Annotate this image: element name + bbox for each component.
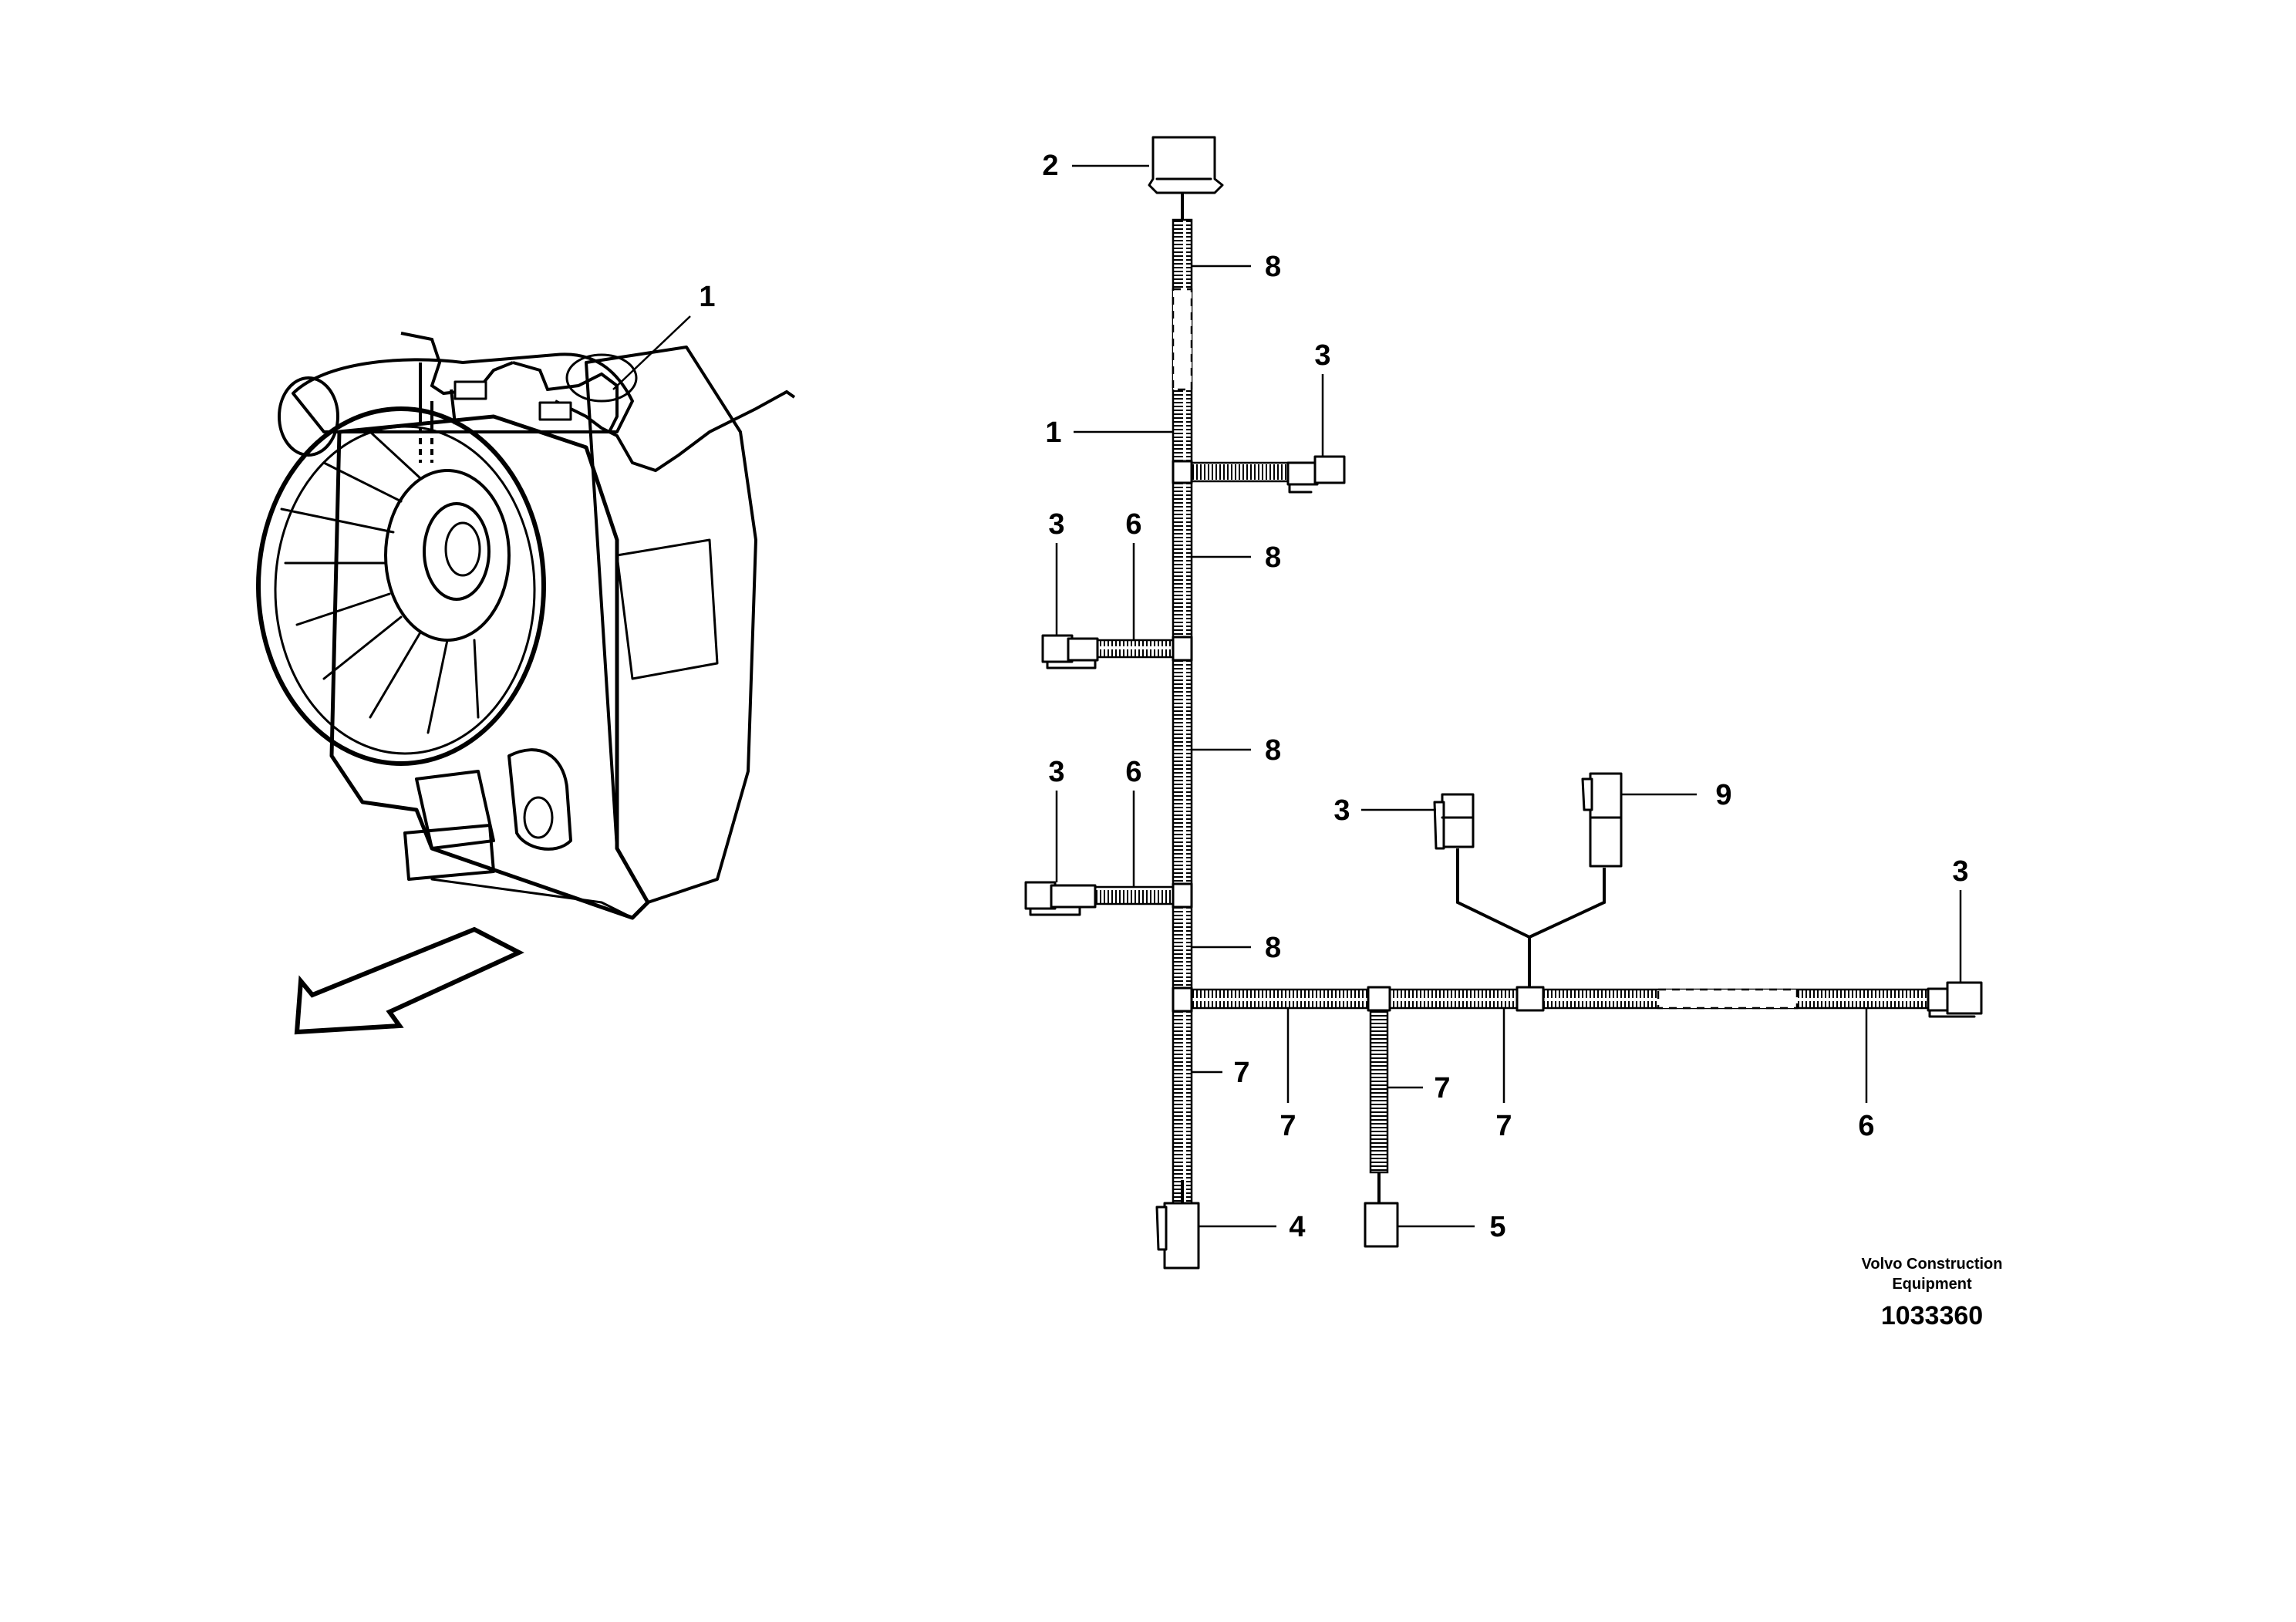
- forward-direction-arrow-icon: [294, 926, 524, 1035]
- svg-text:8: 8: [1265, 734, 1281, 767]
- company-name-line1: Volvo Construction: [1862, 1256, 2003, 1273]
- svg-text:6: 6: [1125, 756, 1141, 788]
- svg-text:7: 7: [1495, 1110, 1512, 1142]
- callout-5: 5: [1397, 1211, 1506, 1243]
- callout-8-d: 8: [1192, 932, 1281, 964]
- connector-3-icon: [1927, 981, 1983, 1018]
- drawing-footer: Volvo Construction Equipment 1033360: [1862, 1256, 2003, 1330]
- svg-text:7: 7: [1279, 1110, 1296, 1142]
- callout-7-d: 7: [1495, 1008, 1512, 1142]
- transmission-illustration: [256, 332, 796, 920]
- svg-text:3: 3: [1048, 508, 1064, 541]
- callout-6-a: 6: [1125, 508, 1142, 640]
- svg-text:5: 5: [1489, 1211, 1505, 1243]
- callout-label: 1: [699, 281, 715, 313]
- callout-3-c: 3: [1048, 756, 1065, 882]
- svg-text:7: 7: [1233, 1057, 1249, 1089]
- connector-5-icon: [1364, 1202, 1399, 1248]
- svg-text:3: 3: [1314, 339, 1330, 372]
- svg-text:8: 8: [1265, 541, 1281, 574]
- company-name-line2: Equipment: [1892, 1276, 1972, 1293]
- callout-7-b: 7: [1279, 1008, 1296, 1142]
- callout-6-b: 6: [1125, 756, 1142, 887]
- svg-text:3: 3: [1048, 756, 1064, 788]
- callout-8-a: 8: [1192, 251, 1281, 283]
- svg-text:6: 6: [1125, 508, 1141, 541]
- svg-text:3: 3: [1952, 855, 1968, 888]
- callout-3-d: 3: [1333, 794, 1436, 827]
- callout-7-a: 7: [1192, 1057, 1250, 1089]
- drawing-number: 1033360: [1881, 1301, 1983, 1330]
- connector-3-icon: [1024, 881, 1097, 916]
- svg-text:2: 2: [1042, 150, 1058, 182]
- callout-3-a: 3: [1314, 339, 1331, 457]
- connector-2-icon: [1148, 136, 1224, 194]
- callout-6-c: 6: [1858, 1008, 1875, 1142]
- harness-schematic: [1024, 136, 1983, 1270]
- svg-text:7: 7: [1434, 1072, 1450, 1104]
- callout-8-b: 8: [1192, 541, 1281, 574]
- svg-text:8: 8: [1265, 251, 1281, 283]
- callout-7-c: 7: [1387, 1072, 1451, 1104]
- connector-4-icon: [1155, 1202, 1200, 1270]
- callout-3-e: 3: [1952, 855, 1969, 983]
- connector-9-icon: [1581, 772, 1623, 868]
- callout-2: 2: [1042, 150, 1149, 182]
- svg-text:4: 4: [1289, 1211, 1305, 1243]
- callout-3-b: 3: [1048, 508, 1065, 636]
- callout-8-c: 8: [1192, 734, 1281, 767]
- callout-1: 1: [1045, 416, 1173, 449]
- svg-text:6: 6: [1858, 1110, 1874, 1142]
- svg-text:8: 8: [1265, 932, 1281, 964]
- callout-9: 9: [1621, 779, 1732, 811]
- svg-text:9: 9: [1715, 779, 1731, 811]
- svg-text:1: 1: [1045, 416, 1061, 449]
- callout-4: 4: [1199, 1211, 1306, 1243]
- connector-3-icon: [1041, 634, 1099, 669]
- connector-3-icon: [1286, 455, 1346, 494]
- callout-1-illustration: 1: [612, 281, 716, 390]
- connector-3-icon: [1433, 793, 1475, 850]
- svg-text:3: 3: [1333, 794, 1350, 827]
